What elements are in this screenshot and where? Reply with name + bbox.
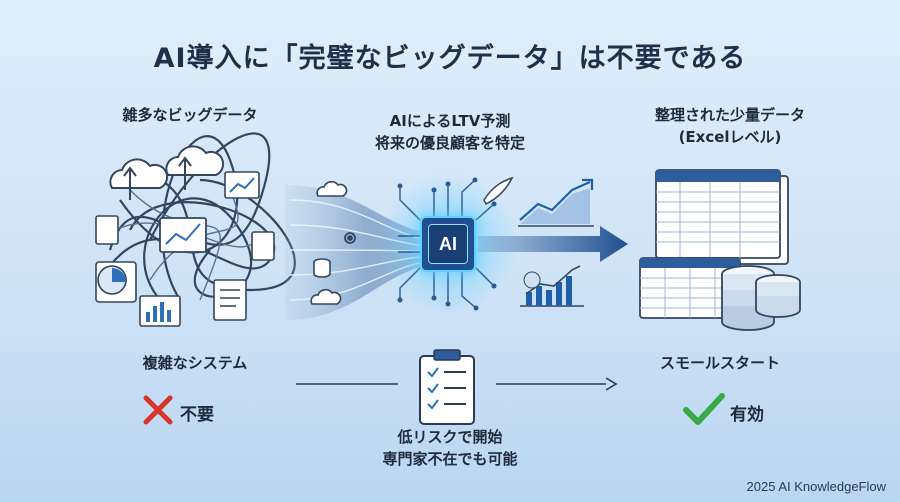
growth-chart-icon [518,178,594,227]
center-heading: AIによるLTV予測 将来の優良顧客を特定 [340,110,560,154]
left-verdict: 不要 [180,405,214,425]
document-icon [95,261,137,303]
left-caption: 複雑なシステム [142,354,248,372]
tangled-data-illustration [95,132,296,327]
document-icon [139,295,181,327]
document-icon [224,171,260,199]
document-icon [95,215,275,261]
bar-chart-icon [520,265,584,307]
cloud-icon [109,158,169,189]
spreadsheet-illustration [639,169,789,319]
center-caption-line1: 低リスクで開始 [397,428,503,446]
center-caption-line2: 専門家不在でも可能 [382,450,518,468]
arrow-right-icon [478,226,628,262]
page-title: AI導入に「完璧なビッグデータ」は不要である [153,43,747,74]
right-heading-line1: 整理された少量データ [654,106,805,124]
right-caption: スモールスタート [659,354,780,372]
feather-icon [483,176,514,206]
document-icon [213,279,247,321]
right-heading: 整理された少量データ (Excelレベル) [610,104,850,148]
center-heading-line1: AIによるLTV予測 [389,112,511,130]
database-icon [721,265,801,331]
ai-chip-icon: AI [420,216,476,272]
left-heading: 雑多なビッグデータ [122,106,258,124]
ai-chip-label: AI [428,224,468,264]
gear-icon [344,232,356,244]
cloud-icon [316,180,348,197]
right-heading-line2: (Excelレベル) [678,128,782,146]
right-verdict: 有効 [730,405,764,425]
database-icon [313,258,331,278]
cloud-icon [165,145,225,176]
check-icon [683,393,725,425]
center-caption: 低リスクで開始 専門家不在でも可能 [350,426,550,470]
footer-credit: 2025 AI KnowledgeFlow [746,479,886,494]
center-heading-line2: 将来の優良顧客を特定 [374,134,525,152]
clipboard-icon [419,349,475,425]
chart-panel-icon [159,217,207,253]
bottom-connector [296,377,618,391]
cloud-icon [310,288,342,305]
cross-icon [143,395,173,425]
